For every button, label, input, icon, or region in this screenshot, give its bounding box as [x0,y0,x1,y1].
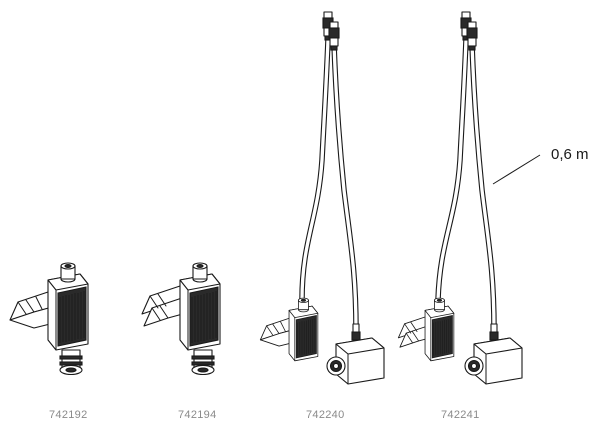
cable-length-label: 0,6 m [551,146,589,163]
product-742192 [9,262,89,376]
product-742241 [397,11,523,385]
product-label-742192: 742192 [49,409,88,421]
product-742240 [259,11,385,385]
product-label-742194: 742194 [178,409,217,421]
product-label-742240: 742240 [306,409,345,421]
cable-length-leader [492,154,541,185]
product-label-742241: 742241 [441,409,480,421]
product-742194 [141,262,221,376]
